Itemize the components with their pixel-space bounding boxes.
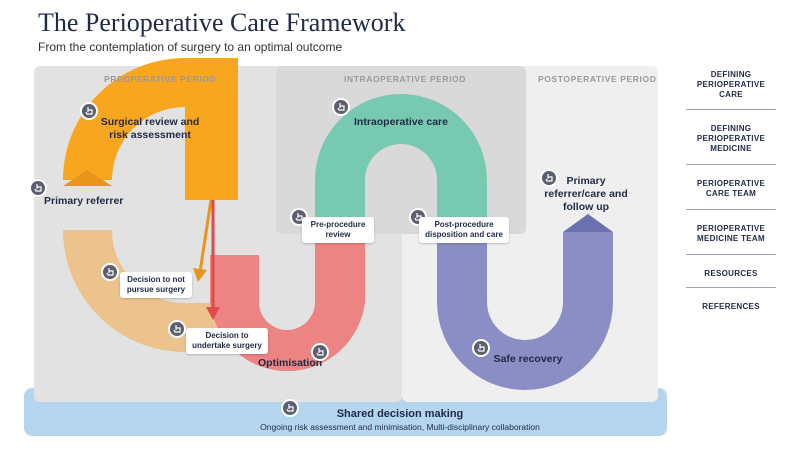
nav-references[interactable]: REFERENCES	[702, 302, 760, 311]
decision-undertake-tag[interactable]: Decision to undertake surgery	[186, 328, 268, 354]
hand-pointer-icon[interactable]	[103, 265, 117, 279]
hand-pointer-icon[interactable]	[283, 401, 297, 415]
hand-pointer-icon[interactable]	[334, 100, 348, 114]
optimisation-label: Optimisation	[258, 357, 323, 369]
intraoperative-care-label: Intraoperative care	[354, 116, 448, 128]
primary-referrer-label: Primary referrer	[44, 195, 124, 207]
arrow-down-icon	[193, 268, 207, 282]
arrow-up-icon	[563, 214, 613, 232]
intraoperative-arch	[315, 94, 487, 230]
safe-recovery-label: Safe recovery	[493, 353, 563, 365]
nav-perioperative-care-team[interactable]: PERIOPERATIVE CARE TEAM	[696, 179, 766, 198]
decision-not-tag[interactable]: Decision to not pursue surgery	[120, 272, 192, 298]
page-subtitle: From the contemplation of surgery to an …	[38, 40, 343, 54]
primary-referrer-arc-shape	[63, 230, 238, 352]
hand-pointer-icon[interactable]	[313, 345, 327, 359]
postoperative-label: POSTOPERATIVE PERIOD	[538, 74, 657, 84]
side-nav: DEFINING PERIOPERATIVE CARE DEFINING PER…	[686, 66, 776, 320]
surgical-review-block	[185, 107, 238, 200]
nav-defining-perioperative-care[interactable]: DEFINING PERIOPERATIVE CARE	[696, 70, 766, 99]
hand-pointer-icon[interactable]	[31, 181, 45, 195]
nav-perioperative-medicine-team[interactable]: PERIOPERATIVE MEDICINE TEAM	[696, 224, 766, 243]
nav-divider	[686, 109, 776, 110]
hand-pointer-icon[interactable]	[82, 104, 96, 118]
intraoperative-label: INTRAOPERATIVE PERIOD	[344, 74, 467, 84]
arrow-up-icon	[63, 170, 112, 186]
surgical-review-label: Surgical review and risk assessment	[100, 116, 200, 141]
decision-not-arrow-line	[198, 199, 213, 273]
shared-decision-subtitle: Ongoing risk assessment and minimisation…	[260, 422, 540, 432]
preoperative-label: PREOPERATIVE PERIOD	[104, 74, 217, 84]
nav-divider	[686, 287, 776, 288]
post-procedure-tag[interactable]: Post-procedure disposition and care	[419, 217, 509, 243]
intraoperative-panel	[276, 66, 526, 234]
surgical-review-top	[185, 58, 238, 107]
page-title: The Perioperative Care Framework	[38, 8, 406, 37]
primary-followup-label: Primary referrer/care and follow up	[544, 175, 628, 213]
nav-divider	[686, 164, 776, 165]
hand-pointer-icon[interactable]	[542, 171, 556, 185]
hand-pointer-icon[interactable]	[474, 341, 488, 355]
hand-pointer-icon[interactable]	[170, 322, 184, 336]
pre-procedure-tag[interactable]: Pre-procedure review	[302, 217, 374, 243]
nav-defining-perioperative-medicine[interactable]: DEFINING PERIOPERATIVE MEDICINE	[696, 124, 766, 153]
nav-divider	[686, 209, 776, 210]
nav-divider	[686, 254, 776, 255]
arrow-down-icon	[206, 307, 220, 320]
nav-resources[interactable]: RESOURCES	[704, 269, 758, 278]
shared-decision-title: Shared decision making	[336, 408, 464, 420]
